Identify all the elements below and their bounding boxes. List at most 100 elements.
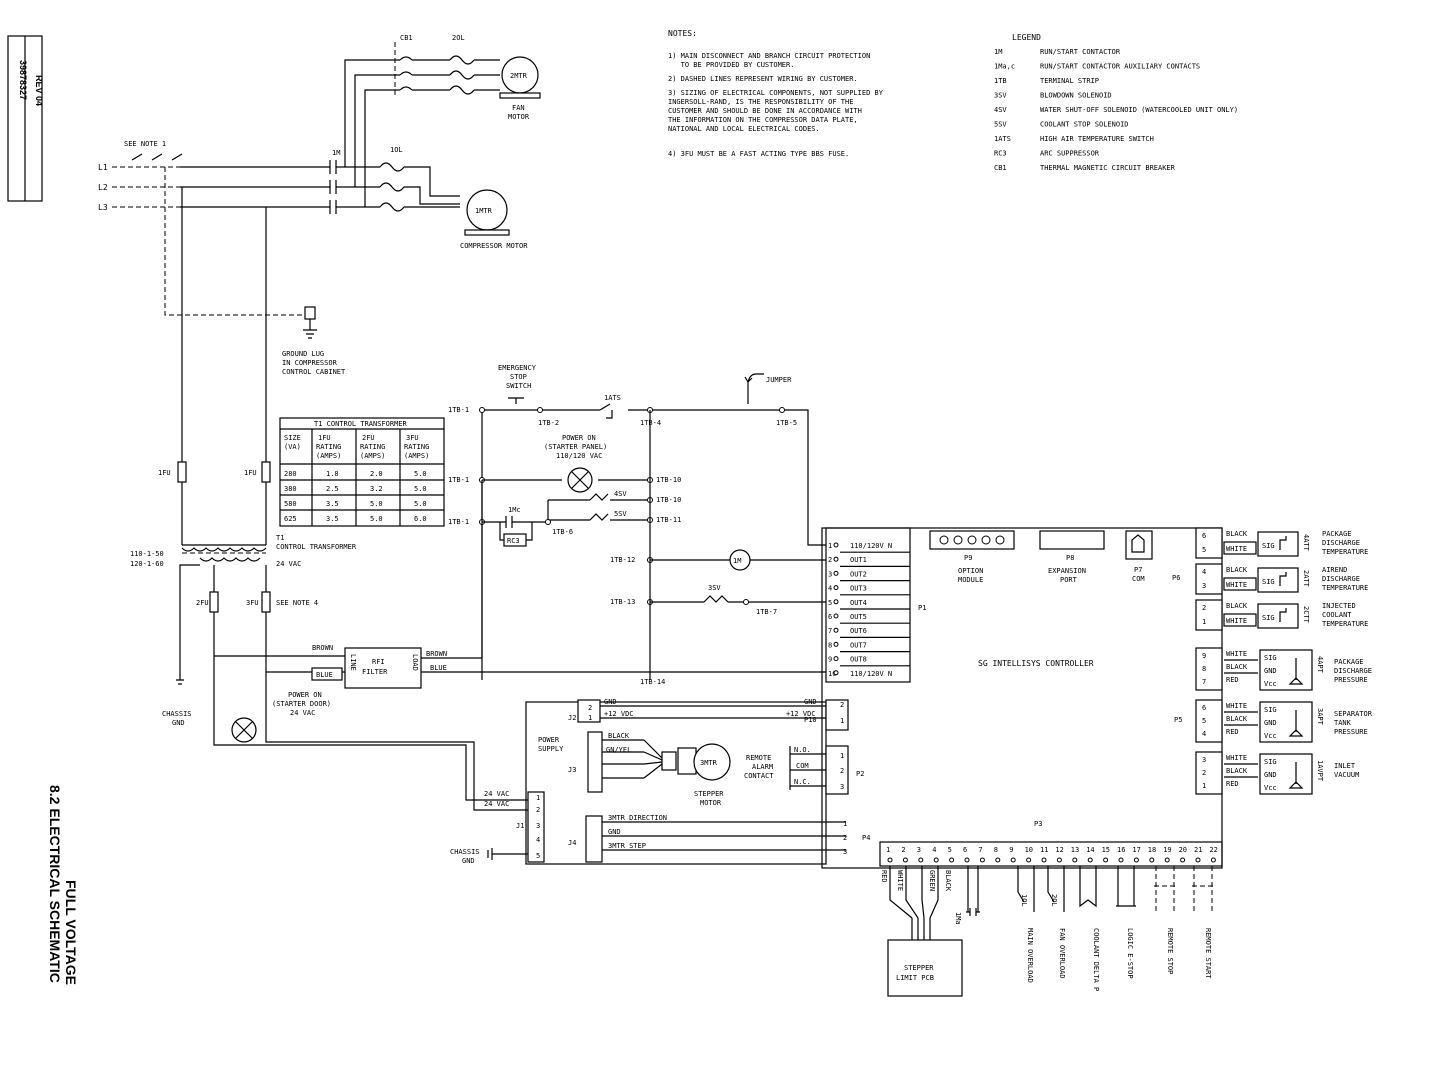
wire-black-label: BLACK [1226, 767, 1248, 775]
p3-pin-number: 1 [886, 846, 890, 854]
p5-terminal [1195, 751, 1223, 795]
logic-estop-label: LOGIC E-STOP [1126, 928, 1134, 979]
temperature-sensor [1257, 531, 1299, 557]
fan-motor-label-1: FAN [512, 104, 525, 112]
sensor-desc: PACKAGE [1322, 530, 1352, 538]
p9-label-1: OPTION [958, 567, 983, 575]
m1c-label: 1Mc [508, 506, 521, 514]
estop-label-3: SWITCH [506, 382, 531, 390]
wire-black-label: BLACK [1226, 602, 1248, 610]
wire-red-label: RED [1226, 676, 1239, 684]
sensor-sig-label: SIG [1264, 758, 1277, 766]
legend-code: CB1 [994, 164, 1007, 172]
j1-label: J1 [516, 822, 524, 830]
alarm-nc: N.C. [794, 778, 811, 786]
note-line: 1) MAIN DISCONNECT AND BRANCH CIRCUIT PR… [668, 52, 870, 60]
p3-pin-number: 19 [1163, 846, 1171, 854]
section-title: 8.2 ELECTRICAL SCHEMATIC [47, 785, 63, 983]
sensor-desc: INJECTED [1322, 602, 1356, 610]
sensor-sig-label: SIG [1264, 706, 1277, 714]
estop-label-2: STOP [510, 373, 527, 381]
ps-chassis-gnd-2: GND [462, 857, 475, 865]
wire-white-label: WHITE [1226, 581, 1247, 589]
note-line: INGERSOLL-RAND, IS THE RESPONSIBILITY OF… [668, 98, 853, 106]
note-line: 2) DASHED LINES REPRESENT WIRING BY CUST… [668, 75, 858, 83]
p1-pin-dot [833, 613, 839, 619]
pressure-transducer [1259, 753, 1313, 795]
contactor-1m-label: 1M [332, 149, 340, 157]
remote-alarm-2: ALARM [752, 763, 773, 771]
ol1-contact: 1OL [1020, 894, 1028, 907]
note-line: NATIONAL AND LOCAL ELECTRICAL CODES. [668, 125, 820, 133]
p3-pin-number: 17 [1132, 846, 1140, 854]
sensor-tag: 2CTT [1302, 606, 1310, 624]
p2-pin-3: 3 [840, 783, 844, 791]
p1-label: P1 [918, 604, 926, 612]
pressure-icon [1288, 658, 1304, 685]
rfi-load-label: LOAD [411, 654, 419, 671]
p3-pin-dot [1180, 857, 1186, 863]
power-on-panel-3: 110/120 VAC [556, 452, 602, 460]
table-cell: 3.5 [326, 515, 339, 523]
note-line: TO BE PROVIDED BY CUSTOMER. [668, 61, 794, 69]
p1-pin-dot [833, 670, 839, 676]
stepper-motor-icon [693, 743, 731, 781]
fuse-2fu [209, 591, 219, 613]
p1-pin-dot [833, 627, 839, 633]
table-header-size-unit: (VA) [284, 443, 301, 451]
power-on-door-2: (STARTER DOOR) [272, 700, 331, 708]
primary-voltage-2: 120-1-60 [130, 560, 164, 568]
p3-pin-dot [902, 857, 908, 863]
table-header-1fu: 1FU [318, 434, 331, 442]
legend-desc: WATER SHUT-OFF SOLENOID (WATERCOOLED UNI… [1040, 106, 1238, 114]
white-wire-box [1223, 577, 1257, 591]
wire-black-label: BLACK [1226, 715, 1248, 723]
p1-pin-number: 2 [828, 556, 832, 564]
p1-pin-label: 110/120V N [850, 542, 892, 550]
note-line: THE INFORMATION ON THE COMPRESSOR DATA P… [668, 116, 858, 124]
wire-green-step: GREEN [928, 870, 936, 891]
tb10-label-b: 1TB-10 [656, 496, 681, 504]
alarm-com: COM [796, 762, 809, 770]
p6-terminal [1195, 563, 1223, 595]
sensor-desc: TANK [1334, 719, 1352, 727]
p1-pin-number: 5 [828, 599, 832, 607]
ps-12v-right: +12 VDC [786, 710, 816, 718]
tb12-label: 1TB-12 [610, 556, 635, 564]
p3-pin-dot [964, 857, 970, 863]
m1-coil-label: 1M [733, 557, 741, 565]
j2-pin-1: 1 [588, 714, 592, 722]
ground-lug-label: GROUND LUG [282, 350, 324, 358]
p9-label: P9 [964, 554, 972, 562]
secondary-voltage: 24 VAC [276, 560, 301, 568]
p3-pin-number: 8 [994, 846, 998, 854]
p5-terminal [1195, 699, 1223, 743]
p1-pin-dot [833, 585, 839, 591]
table-cell: 5.0 [414, 500, 427, 508]
sensor-desc: TEMPERATURE [1322, 584, 1368, 592]
tb10-label-a: 1TB-10 [656, 476, 681, 484]
p5-pin-number: 7 [1202, 678, 1206, 686]
table-header-2fu-2: RATING [360, 443, 385, 451]
p3-pin-dot [979, 857, 985, 863]
p1-pin-label: OUT5 [850, 613, 867, 621]
p6-pin-number: 4 [1202, 568, 1206, 576]
legend-desc: COOLANT STOP SOLENOID [1040, 121, 1129, 129]
p4-pin-1: 1 [843, 820, 847, 828]
primary-voltage-1: 110-1-50 [130, 550, 164, 558]
p5-pin-number: 1 [1202, 782, 1206, 790]
sensor-desc: DISCHARGE [1322, 575, 1360, 583]
p3-pin-dot [933, 857, 939, 863]
fu3-label: 3FU [246, 599, 259, 607]
table-cell: 580 [284, 500, 297, 508]
vac24-label-a: 24 VAC [484, 790, 509, 798]
p3-pin-number: 15 [1102, 846, 1110, 854]
p3-pin-dot [995, 857, 1001, 863]
table-cell: 3.2 [370, 485, 383, 493]
stepper-step: 3MTR STEP [608, 842, 646, 850]
compressor-motor-tag: 1MTR [475, 207, 493, 215]
p1-pin-number: 3 [828, 570, 832, 578]
power-on-door-1: POWER ON [288, 691, 322, 699]
p1-pin-label: OUT3 [850, 585, 867, 593]
p3-pin-number: 7 [978, 846, 982, 854]
